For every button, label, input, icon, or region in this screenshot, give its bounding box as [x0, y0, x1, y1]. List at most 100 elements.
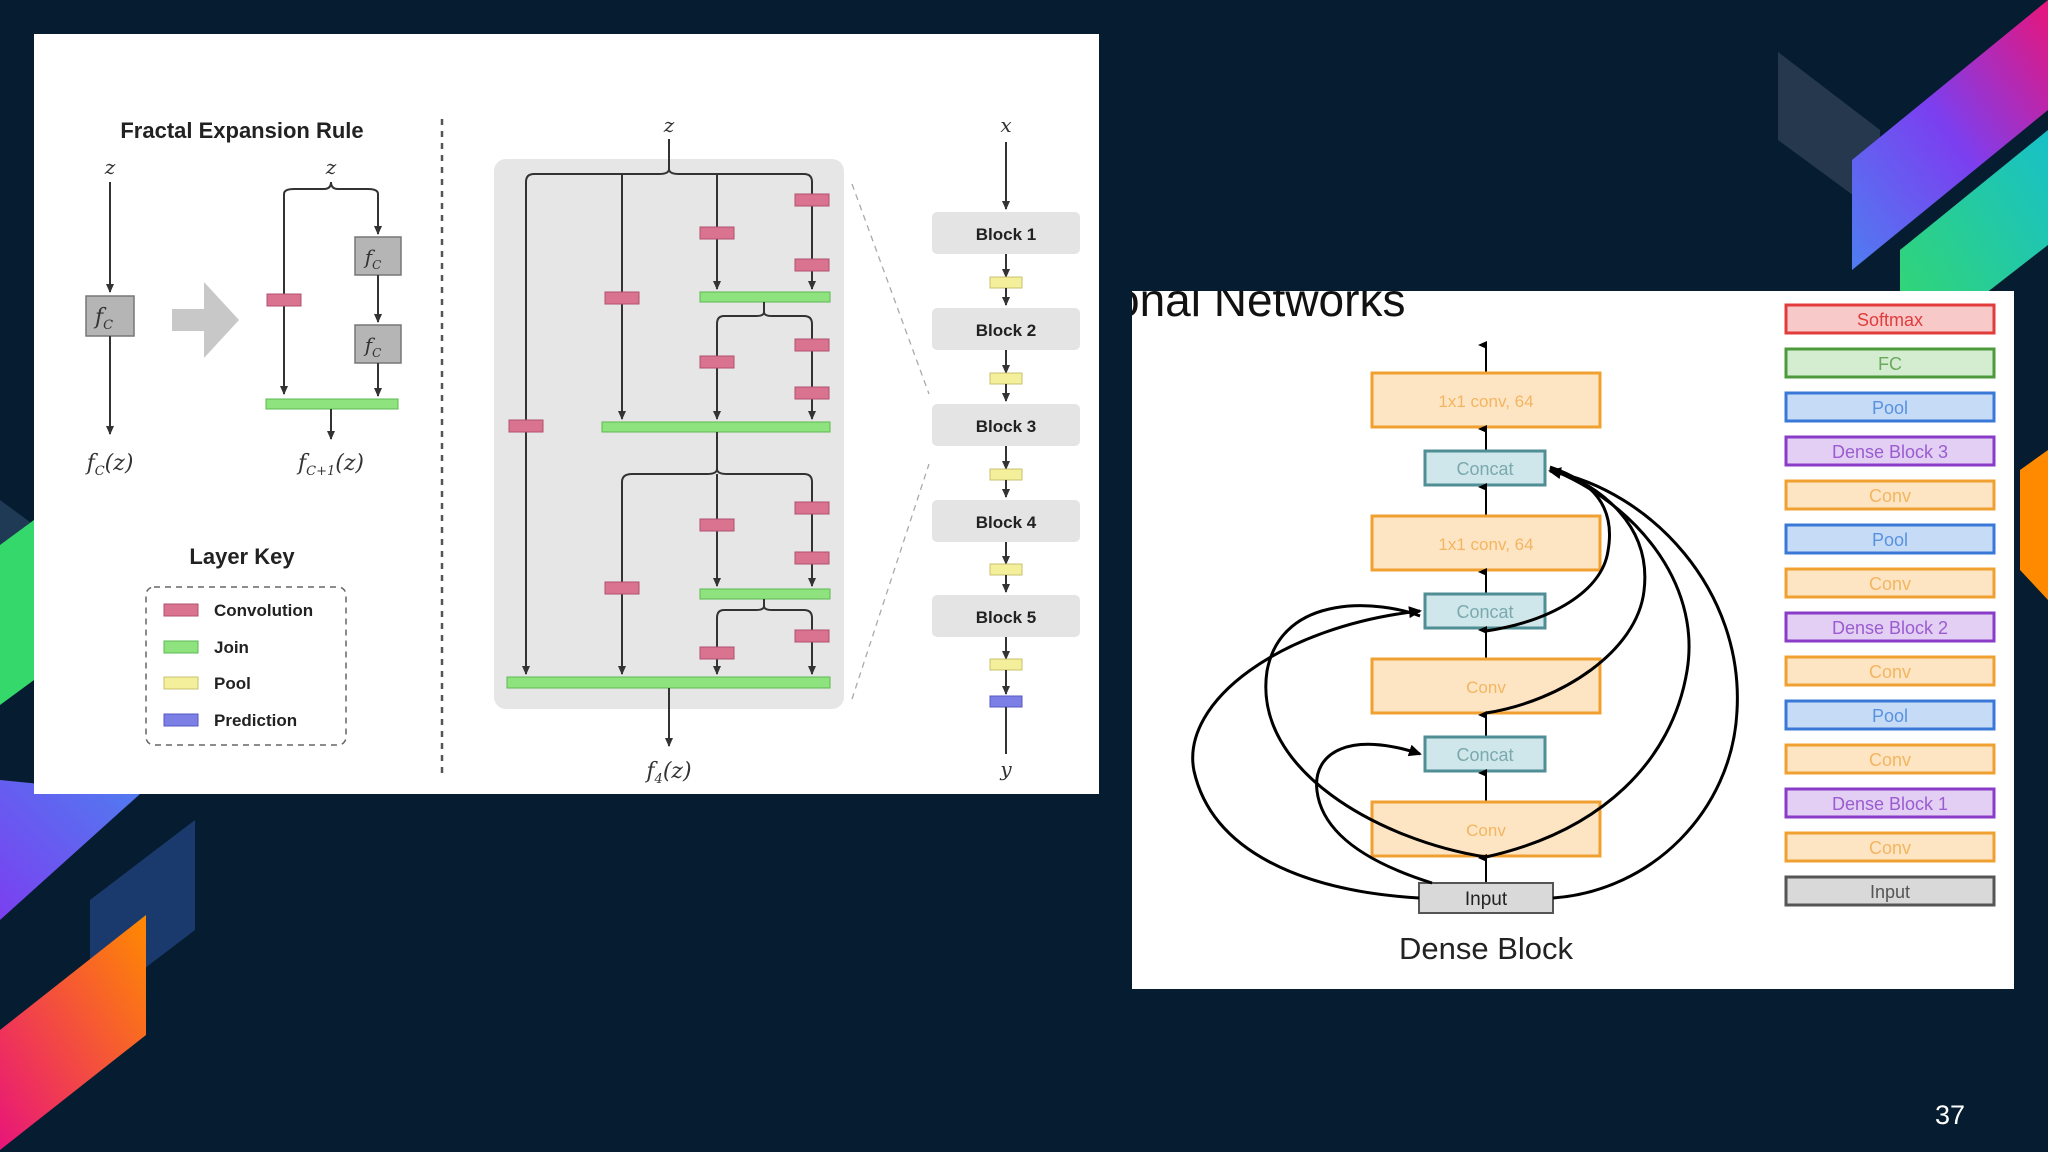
legend-softmax — [1784, 303, 1996, 335]
conv-layer — [508, 419, 544, 433]
expansion-title: Fractal Expansion Rule — [120, 118, 363, 143]
legend-pool — [1784, 391, 1996, 423]
block-3 — [932, 404, 1080, 446]
fractal-block-bg — [494, 159, 844, 709]
legend-fc — [1784, 347, 1996, 379]
conv-layer — [794, 258, 830, 272]
fractal-diagram: Fractal Expansion Rule z fC fC(z) z fC f… — [85, 113, 1080, 787]
join-layer — [699, 588, 831, 600]
svg-text:Conv: Conv — [1466, 678, 1506, 697]
legend-conv — [1784, 655, 1996, 687]
key-swatch-prediction — [163, 713, 199, 727]
join-layer — [506, 676, 831, 689]
conv-layer — [794, 629, 830, 643]
conv-layer — [699, 646, 735, 660]
legend-conv — [1784, 479, 1996, 511]
legend-dense-block-3 — [1784, 435, 1996, 467]
legend-conv — [1784, 567, 1996, 599]
join-layer — [601, 421, 831, 433]
legend-dense-block-2 — [1784, 611, 1996, 643]
svg-text:Concat: Concat — [1456, 459, 1513, 479]
svg-text:Conv: Conv — [1869, 838, 1911, 858]
svg-text:Conv: Conv — [1869, 662, 1911, 682]
z-label: z — [104, 155, 116, 179]
key-label-convolution: Convolution — [214, 601, 313, 620]
svg-text:Input: Input — [1870, 882, 1910, 902]
ribbon-shape — [2020, 450, 2048, 600]
prediction-layer — [989, 695, 1023, 708]
conv-layer — [699, 226, 735, 240]
svg-text:FC: FC — [1878, 354, 1902, 374]
svg-text:Conv: Conv — [1869, 486, 1911, 506]
ribbon-shape — [1852, 0, 2048, 270]
layer-key-box — [145, 586, 347, 746]
svg-text:Input: Input — [1465, 889, 1508, 910]
key-label-prediction: Prediction — [214, 711, 297, 730]
key-label-pool: Pool — [214, 674, 251, 693]
conv-layer — [266, 293, 302, 307]
fc-box — [354, 236, 402, 276]
layer-key-title: Layer Key — [189, 544, 295, 569]
expand-arrow-icon — [172, 282, 239, 358]
pool-layer — [989, 276, 1023, 289]
fc-of-z-label: fC(z) — [85, 451, 134, 479]
conv-1x1-top — [1370, 371, 1602, 429]
conv-1x1-mid — [1370, 514, 1602, 572]
block-2-label: Block 2 — [976, 321, 1036, 340]
svg-text:Concat: Concat — [1456, 745, 1513, 765]
svg-text:Concat: Concat — [1456, 602, 1513, 622]
legend-conv — [1784, 743, 1996, 775]
svg-text:Pool: Pool — [1872, 706, 1908, 726]
fc1-of-z-label: fC+1(z) — [296, 451, 364, 479]
svg-text:Dense Block 1: Dense Block 1 — [1832, 794, 1948, 814]
x-label: x — [1000, 113, 1011, 137]
key-swatch-convolution — [163, 603, 199, 617]
svg-text:Softmax: Softmax — [1857, 310, 1923, 330]
ribbon-shape — [0, 915, 146, 1150]
conv-layer — [794, 338, 830, 352]
svg-text:Pool: Pool — [1872, 530, 1908, 550]
block-4-label: Block 4 — [976, 513, 1037, 532]
join-layer — [699, 291, 831, 303]
pool-layer — [989, 563, 1023, 576]
fc-box — [354, 324, 402, 364]
z-label: z — [325, 155, 337, 179]
block-3-label: Block 3 — [976, 417, 1036, 436]
svg-text:1x1 conv, 64: 1x1 conv, 64 — [1438, 535, 1533, 554]
z-label: z — [663, 113, 675, 137]
dense-block-caption: Dense Block — [1399, 931, 1574, 966]
clipped-title: onal Networks — [1132, 291, 1405, 326]
ribbon-shape — [0, 780, 140, 920]
block-1-label: Block 1 — [976, 225, 1036, 244]
conv-layer — [794, 386, 830, 400]
y-label: y — [999, 757, 1012, 781]
conv-layer — [794, 551, 830, 565]
key-label-join: Join — [214, 638, 249, 657]
svg-text:Conv: Conv — [1869, 750, 1911, 770]
input-box — [1418, 882, 1554, 914]
page-number: 37 — [1934, 1100, 1966, 1130]
f4-of-z-label: f4(z) — [644, 759, 691, 787]
conv-layer — [604, 291, 640, 305]
pool-layer — [989, 372, 1023, 385]
pool-layer — [989, 658, 1023, 671]
dense-block-diagram: onal Networks 1x1 conv, 64 Concat 1x1 co… — [1132, 291, 1996, 966]
join-layer — [265, 398, 399, 410]
pool-layer — [989, 468, 1023, 481]
legend-pool — [1784, 523, 1996, 555]
block-4 — [932, 500, 1080, 542]
legend-input — [1784, 875, 1996, 907]
fractal-network-figure: Fractal Expansion Rule z fC fC(z) z fC f… — [34, 34, 1099, 794]
block-5-label: Block 5 — [976, 608, 1036, 627]
key-swatch-pool — [163, 676, 199, 690]
conv-layer — [699, 518, 735, 532]
ribbon-shape — [0, 520, 34, 705]
svg-text:Conv: Conv — [1466, 821, 1506, 840]
key-swatch-join — [163, 640, 199, 654]
legend-dense-block-1 — [1784, 787, 1996, 819]
architecture-legend: Softmax FC Pool Dense Block 3 Conv Pool … — [1784, 303, 1996, 907]
svg-text:Pool: Pool — [1872, 398, 1908, 418]
legend-conv — [1784, 831, 1996, 863]
svg-text:Dense Block 2: Dense Block 2 — [1832, 618, 1948, 638]
svg-text:1x1 conv, 64: 1x1 conv, 64 — [1438, 392, 1533, 411]
